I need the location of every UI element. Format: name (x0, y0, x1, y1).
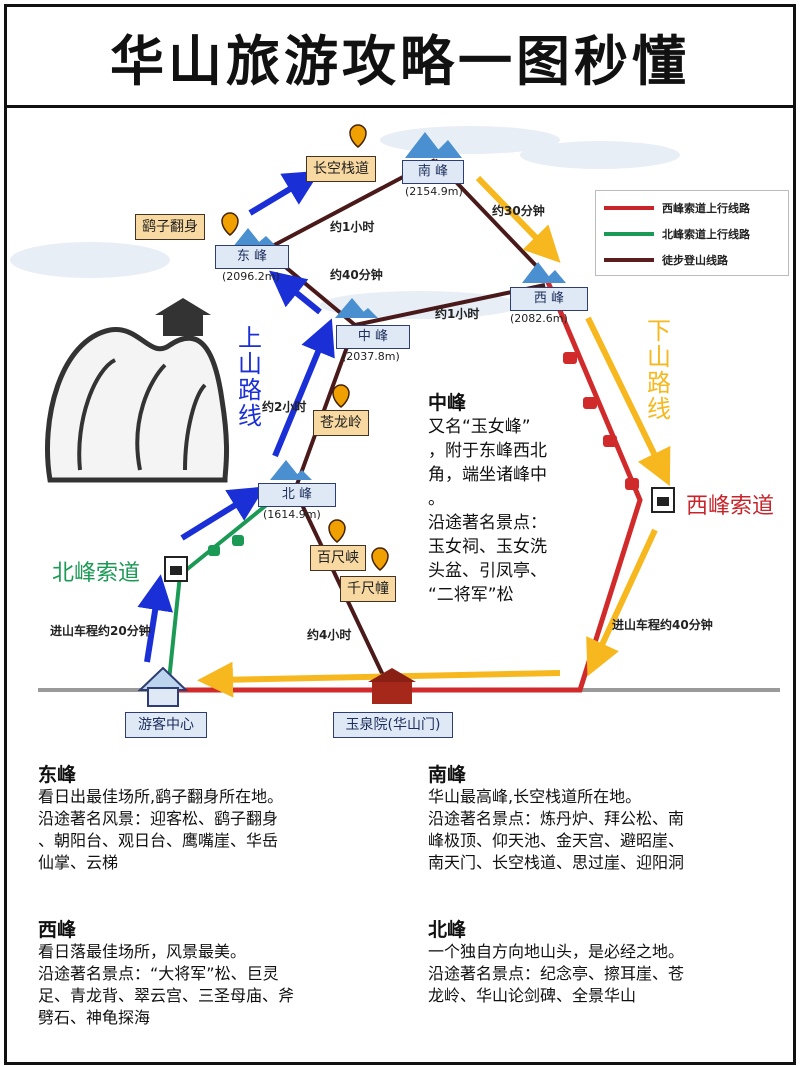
east-peak-desc: 看日出最佳场所,鹞子翻身所在地。 沿途著名风景：迎客松、鹞子翻身 、朝阳台、观日… (38, 787, 284, 872)
drive-time-yuquan: 进山车程约40分钟 (612, 618, 713, 632)
clouds (10, 126, 680, 319)
middle-peak-desc: 又名“玉女峰” ，附于东峰西北 角，端坐诸峰中 。 沿途著名景点： 玉女祠、玉女… (428, 417, 547, 605)
location-pin-icons (221, 124, 389, 571)
up-route-label: 上 山 路 线 (238, 324, 262, 430)
legend-row-north-cable: 北峰索道上行线路 (596, 221, 788, 247)
time-yuquan-north: 约4小时 (307, 628, 352, 642)
peak-elevation-middle: (2037.8m) (342, 350, 400, 363)
peak-elevation-west: (2082.6m) (510, 312, 568, 325)
peak-label-north[interactable]: 北 峰 (258, 483, 336, 507)
huashan-illustration (45, 298, 230, 483)
page-title: 华山旅游攻略一图秒懂 (110, 29, 690, 93)
time-east-middle: 约40分钟 (330, 268, 383, 282)
south-peak-desc: 华山最高峰,长空栈道所在地。 沿途著名景点：炼丹炉、拜公松、南 峰极顶、仰天池、… (428, 787, 685, 872)
west-cableway-name[interactable]: 西峰索道 (686, 494, 775, 519)
spot-baichixia[interactable]: 百尺峡 (310, 545, 366, 571)
spot-changkong[interactable]: 长空栈道 (306, 156, 376, 182)
title-bar: 华山旅游攻略一图秒懂 (7, 7, 793, 108)
peak-elevation-north: (1614.9m) (263, 508, 321, 521)
up-route-arrows (137, 170, 335, 663)
spot-canglong[interactable]: 苍龙岭 (313, 410, 369, 436)
yuquan-temple-icon (368, 668, 416, 704)
time-east-south: 约1小时 (330, 220, 375, 234)
north-peak-desc-title: 北峰 (428, 919, 467, 941)
time-north-middle: 约2小时 (262, 400, 307, 414)
west-peak-desc-title: 西峰 (38, 919, 77, 941)
west-peak-desc: 看日落最佳场所，风景最美。 沿途著名景点：“大将军”松、巨灵 足、青龙背、翠云宫… (38, 942, 295, 1027)
north-peak-desc: 一个独自方向地山头，是必经之地。 沿途著名景点：纪念亭、擦耳崖、苍 龙岭、华山论… (428, 942, 685, 1005)
legend-row-west-cable: 西峰索道上行线路 (596, 195, 788, 221)
north-cableway-name[interactable]: 北峰索道 (52, 561, 141, 586)
legend-row-hiking: 徒步登山线路 (596, 247, 788, 273)
yuquan-label[interactable]: 玉泉院(华山门) (333, 712, 453, 738)
visitor-center-label[interactable]: 游客中心 (125, 712, 207, 738)
visitor-center-icon (137, 666, 189, 707)
drive-time-visitor: 进山车程约20分钟 (50, 624, 151, 638)
route-legend: 西峰索道上行线路 北峰索道上行线路 徒步登山线路 (595, 190, 789, 276)
spot-qianchizhuang[interactable]: 千尺幢 (340, 576, 396, 602)
time-south-west: 约30分钟 (492, 204, 545, 218)
peak-label-east[interactable]: 东 峰 (215, 245, 289, 269)
page-frame (4, 4, 796, 1065)
north-cable-car-icons (208, 535, 244, 556)
peak-label-middle[interactable]: 中 峰 (336, 325, 410, 349)
legend-swatch-hiking (604, 258, 654, 262)
cableway-station-icons (164, 487, 675, 582)
peak-elevation-east: (2096.2m) (222, 270, 280, 283)
spot-yaozi[interactable]: 鹞子翻身 (135, 214, 205, 240)
legend-swatch-west (604, 206, 654, 210)
peak-label-south[interactable]: 南 峰 (402, 160, 464, 184)
cable-car-icons (563, 352, 639, 490)
legend-swatch-north (604, 232, 654, 236)
east-peak-desc-title: 东峰 (38, 764, 77, 786)
down-route-label: 下 山 路 线 (647, 317, 671, 423)
time-middle-west: 约1小时 (435, 307, 480, 321)
south-peak-desc-title: 南峰 (428, 764, 467, 786)
peak-mountain-icons (232, 132, 566, 480)
peak-elevation-south: (2154.9m) (405, 185, 463, 198)
middle-peak-desc-title: 中峰 (428, 392, 467, 414)
peak-label-west[interactable]: 西 峰 (510, 287, 588, 311)
